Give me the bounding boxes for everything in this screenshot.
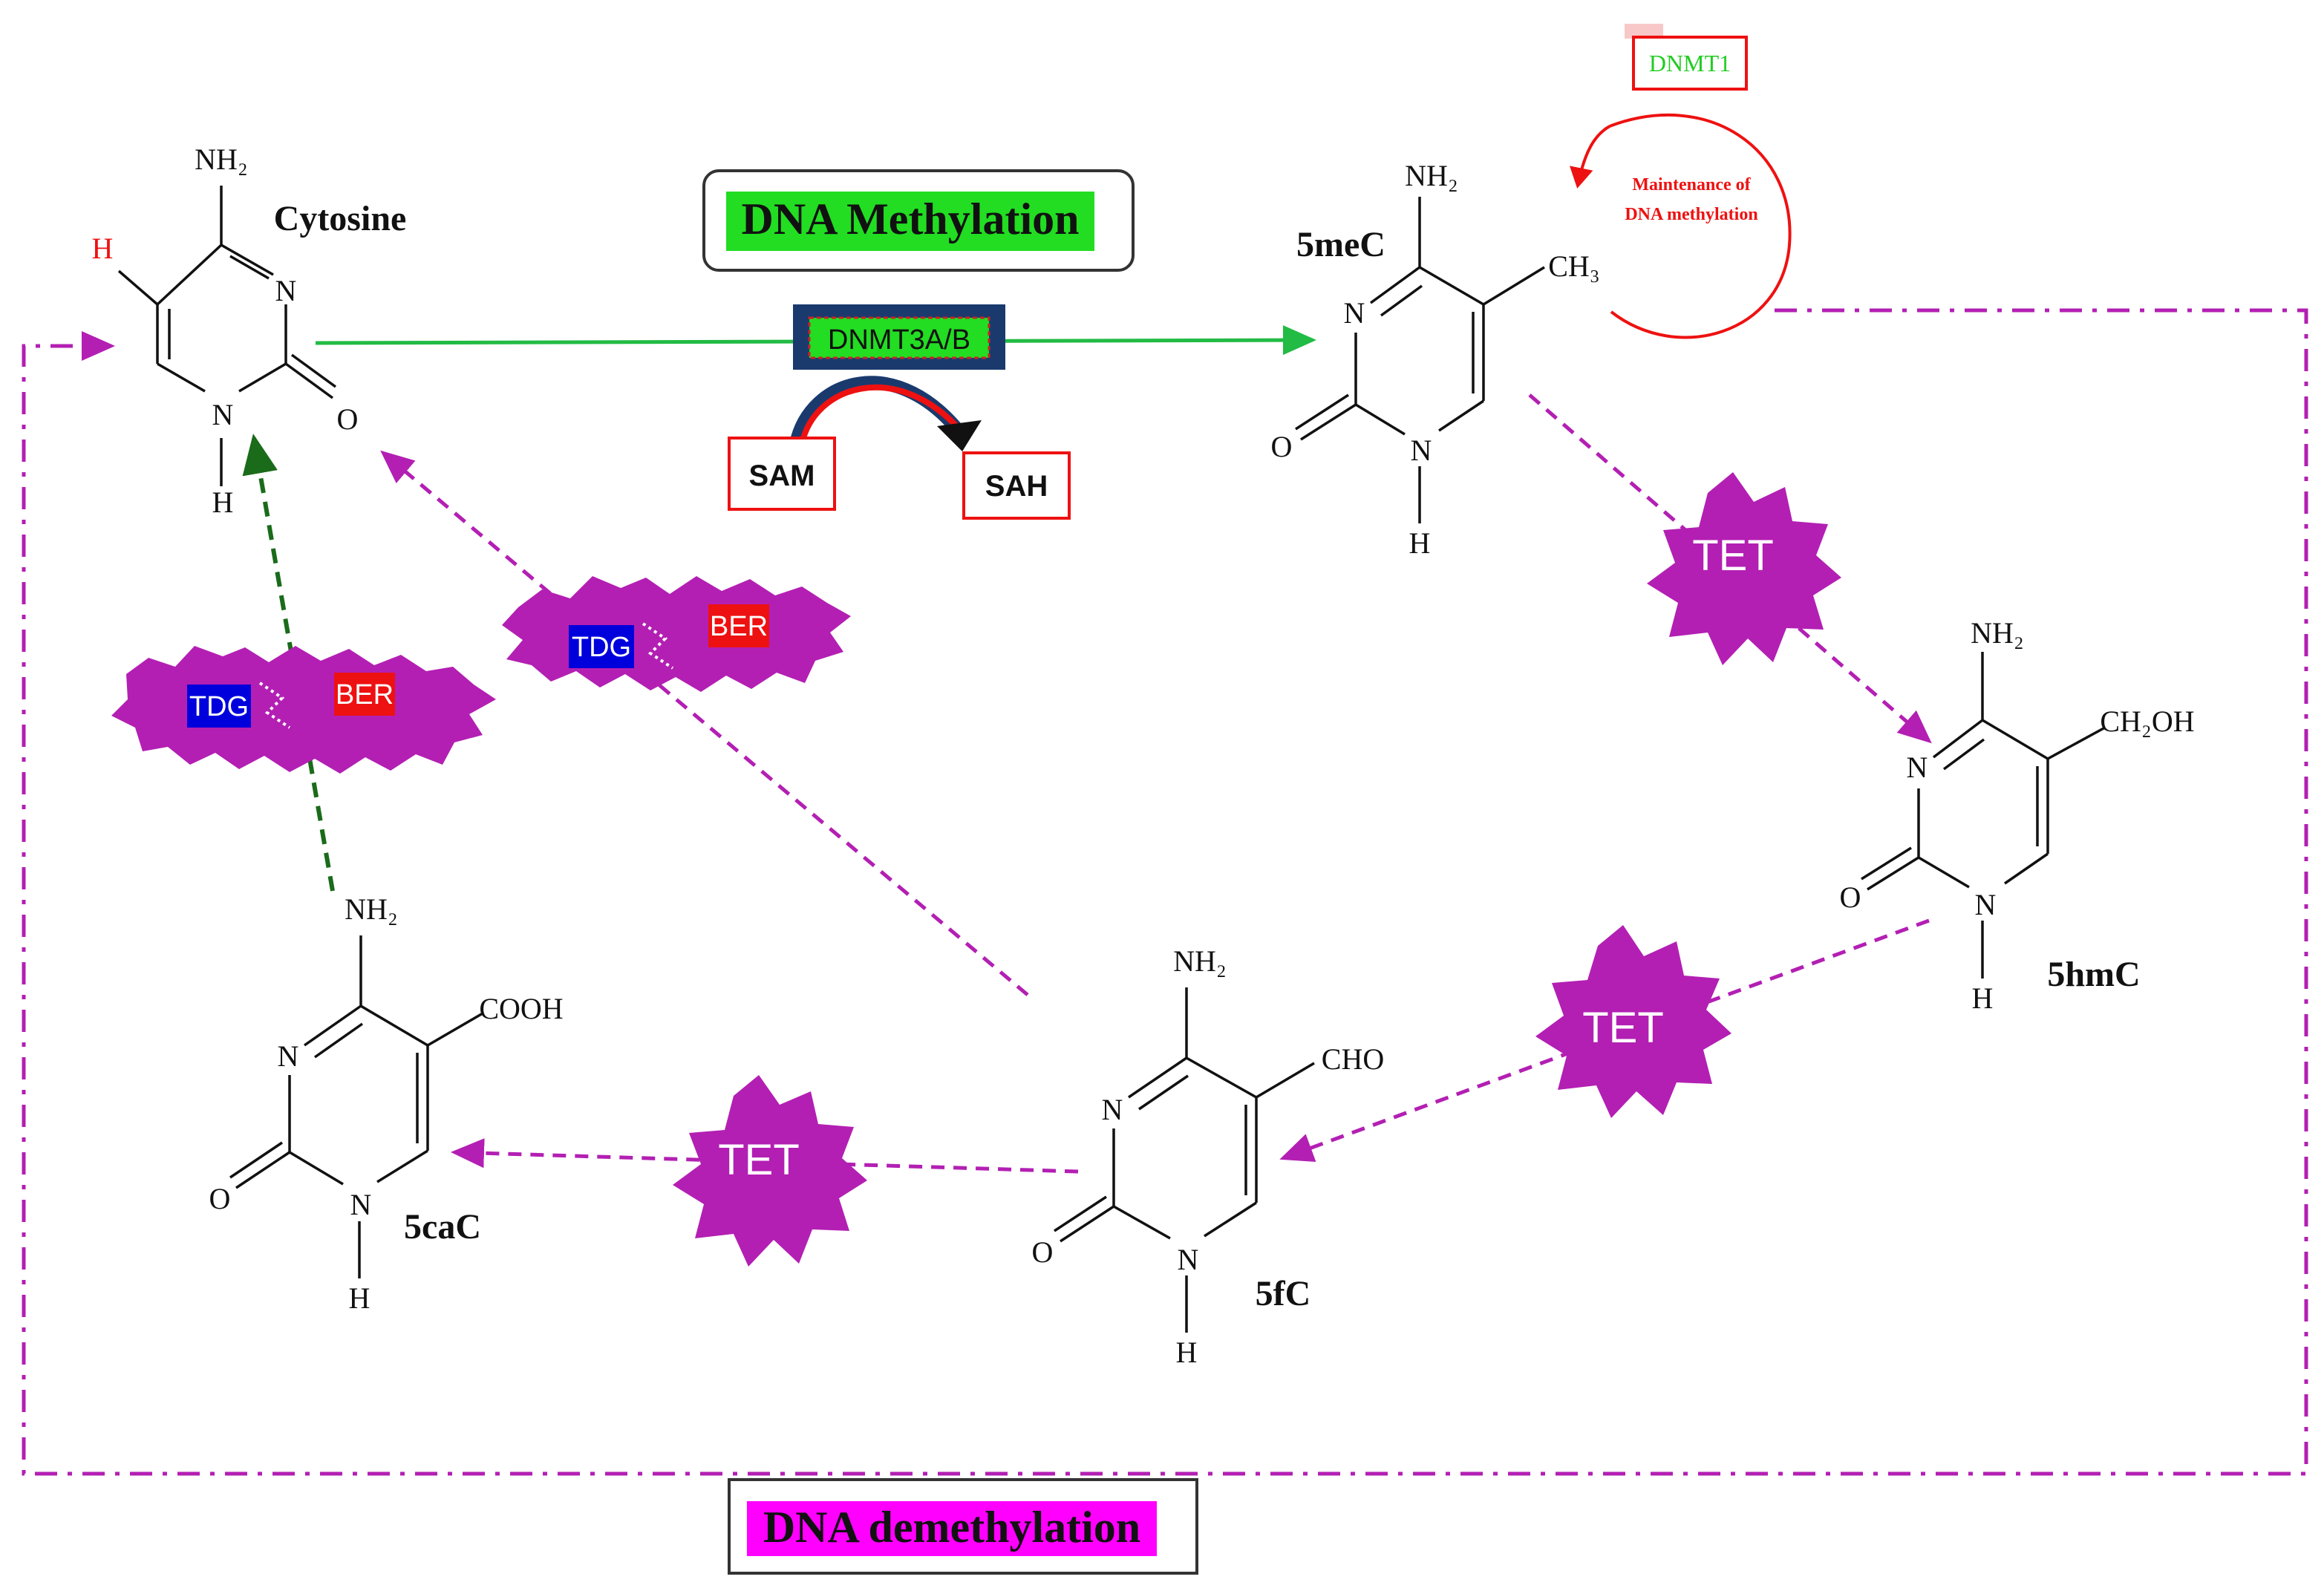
5hmc-label: 5hmC [2047, 955, 2140, 994]
5hmc-nh2: NH₂ [1971, 616, 2024, 650]
5hmc-n1-h: H [1972, 981, 1994, 1015]
maintenance-text-2: DNA methylation [1625, 205, 1757, 224]
demethylation-title-box: DNA demethylation [728, 1478, 1198, 1575]
5fc-n1-h: H [1176, 1336, 1198, 1369]
5hmc-n3: N [1907, 751, 1928, 784]
tet-enzyme-2: TET [1535, 925, 1731, 1118]
cytosine-o: O [337, 402, 359, 436]
ber-label-2: BER [710, 611, 768, 642]
5fc-molecule: NH₂ CHO N N H O 5fC [1032, 944, 1385, 1369]
sah-label: SAH [985, 470, 1048, 503]
dnmt1-box: DNMT1 [1625, 24, 1748, 91]
tet-label-1: TET [1692, 532, 1774, 580]
5cac-cooh: COOH [479, 992, 563, 1025]
arrow-5cac-to-cytosine [242, 434, 335, 892]
5cac-n3: N [278, 1039, 299, 1073]
tet-enzyme-3: TET [673, 1075, 867, 1267]
5hmc-o: O [1840, 881, 1861, 914]
5fc-n3: N [1102, 1093, 1123, 1126]
tdg-ber-cluster-2: TDG BER [502, 576, 851, 692]
5fc-o: O [1032, 1235, 1054, 1269]
cytosine-label: Cytosine [274, 199, 407, 238]
5cac-molecule: NH₂ COOH N N H O 5caC [209, 892, 564, 1315]
maintenance-circle-arrow [1609, 114, 1792, 339]
sam-label: SAM [749, 460, 815, 492]
demethylation-title: DNA demethylation [763, 1503, 1140, 1552]
5mec-o: O [1271, 430, 1293, 463]
cytosine-n1-h: H [212, 486, 234, 519]
5cac-nh2: NH₂ [345, 892, 398, 926]
tet-enzyme-1: TET [1647, 472, 1841, 665]
5mec-n1: N [1411, 434, 1432, 467]
methylation-title: DNA Methylation [742, 195, 1080, 244]
tet-label-3: TET [718, 1136, 800, 1184]
5mec-label: 5meC [1296, 225, 1385, 264]
dnmt3ab-label: DNMT3A/B [828, 324, 970, 356]
tdg-label-2: TDG [572, 632, 631, 663]
tdg-label-1: TDG [189, 691, 249, 722]
demethylation-loop [22, 308, 2308, 1476]
tdg-ber-cluster-1: TDG BER [111, 646, 496, 774]
sam-sah-arrowhead [937, 420, 982, 451]
5hmc-molecule: NH₂ CH₂OH N N H O 5hmC [1840, 616, 2195, 1015]
cytosine-nh2: NH₂ [195, 143, 248, 176]
sam-sah-arrow-red [799, 384, 962, 445]
5mec-molecule: NH₂ CH₃ N N H O 5meC [1271, 159, 1600, 560]
5mec-n3: N [1344, 296, 1365, 330]
dnmt1-label: DNMT1 [1649, 50, 1731, 76]
5mec-ch3: CH₃ [1548, 249, 1600, 283]
5fc-n1: N [1178, 1243, 1199, 1276]
sah-box: SAH [962, 451, 1071, 520]
5hmc-ch2oh: CH₂OH [2100, 705, 2194, 738]
5cac-n1-h: H [349, 1281, 371, 1315]
5mec-nh2: NH₂ [1405, 159, 1458, 192]
5fc-label: 5fC [1256, 1274, 1311, 1313]
cytosine-n3: N [275, 274, 297, 307]
sam-box: SAM [728, 437, 836, 511]
dnmt3ab-box: DNMT3A/B [793, 304, 1005, 370]
5mec-n1-h: H [1409, 526, 1431, 560]
cytosine-h: H [92, 232, 114, 265]
maintenance-circle-arrow-top [1570, 125, 1611, 189]
cytosine-n1: N [212, 398, 234, 431]
5hmc-n1: N [1975, 888, 1997, 921]
tet-label-2: TET [1582, 1004, 1664, 1052]
ber-label-1: BER [336, 679, 394, 710]
5fc-cho: CHO [1322, 1042, 1384, 1076]
methylation-title-box: DNA Methylation [702, 169, 1135, 272]
maintenance-text-1: Maintenance of [1632, 175, 1751, 195]
5cac-label: 5caC [404, 1207, 481, 1247]
5fc-nh2: NH₂ [1173, 944, 1227, 978]
cytosine-molecule: NH₂ H N N H O Cytosine [92, 143, 407, 519]
5cac-n1: N [350, 1188, 372, 1221]
5cac-o: O [209, 1182, 231, 1215]
arrow-5fc-to-cytosine [380, 450, 1029, 996]
